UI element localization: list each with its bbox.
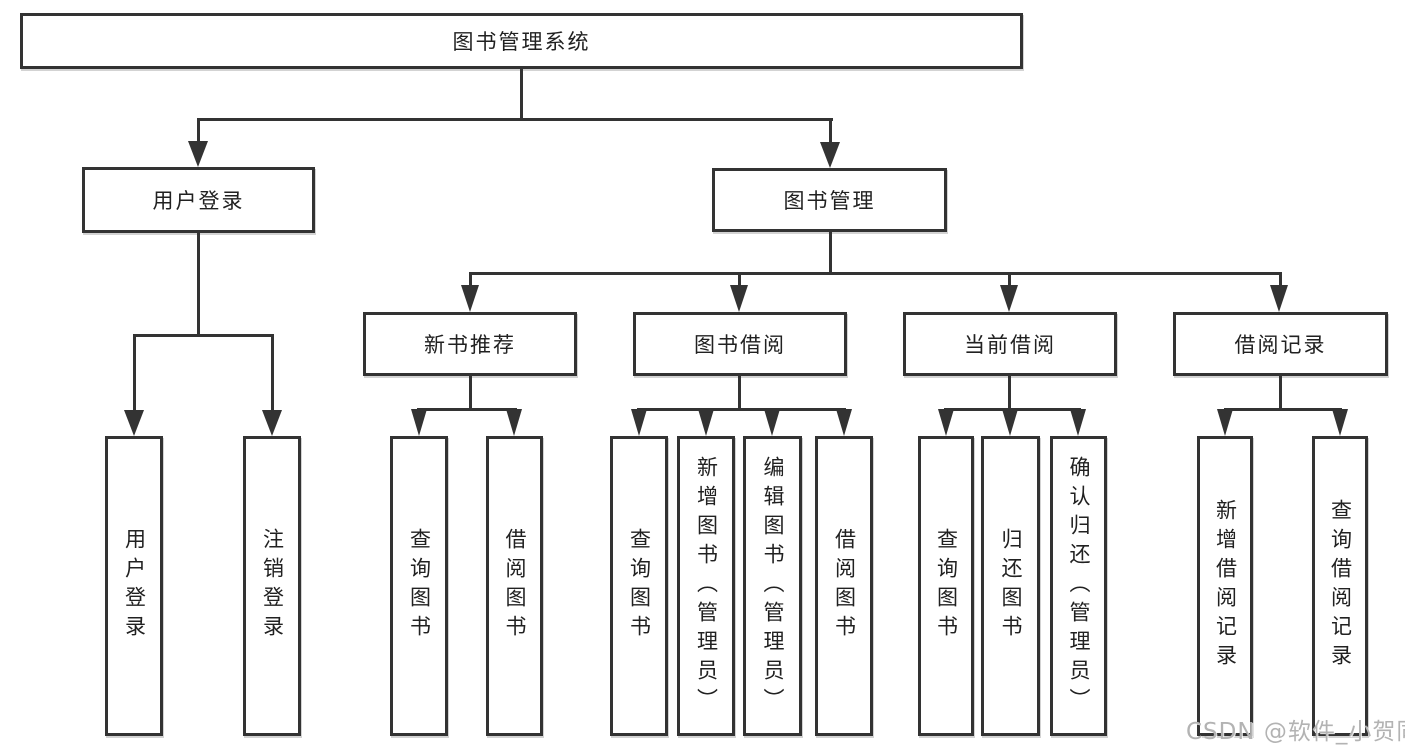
- watermark: CSDN @软件_小贺同学: [1186, 719, 1405, 745]
- arrowhead-user-login-icon: [188, 141, 208, 167]
- leaf-query-books-recommend-label: 查询图书: [407, 528, 432, 644]
- node-borrowing-records-label: 借阅记录: [1234, 333, 1327, 357]
- connector-l3-records-drop: [1279, 275, 1282, 286]
- leaf-logout: 注销登录: [243, 436, 301, 736]
- leaf-borrow-books-recommend-label: 借阅图书: [503, 528, 527, 644]
- arrowhead-confirm-return-admin-icon: [1070, 409, 1086, 436]
- leaf-borrow-books-borrowing: 借阅图书: [815, 436, 873, 736]
- node-book-management: 图书管理: [712, 168, 947, 232]
- arrowhead-query-borrow-record-icon: [1332, 409, 1348, 436]
- connector-l3-recommend-drop: [469, 275, 472, 286]
- leaf-user-login-label: 用户登录: [122, 528, 147, 644]
- arrowhead-edit-books-admin-icon: [764, 409, 780, 436]
- leaf-query-borrow-record-label: 查询借阅记录: [1328, 499, 1353, 673]
- node-borrowing-records: 借阅记录: [1173, 312, 1388, 376]
- connector-user-login-stem: [197, 233, 200, 334]
- connector-borrowing-leaves-split: [637, 408, 846, 411]
- node-current-borrowing-label: 当前借阅: [964, 333, 1056, 357]
- arrowhead-query-books-current-icon: [938, 409, 954, 436]
- leaf-query-books-current-label: 查询图书: [934, 528, 959, 644]
- leaf-confirm-return-admin: 确认归还（管理员）: [1050, 436, 1107, 736]
- connector-l3-borrowing-drop: [738, 275, 741, 286]
- connector-root-stem: [520, 69, 523, 118]
- connector-leaf-user-login-drop: [133, 337, 136, 410]
- connector-borrowing-stem: [738, 376, 741, 408]
- connector-book-mgmt-stem: [829, 232, 832, 272]
- arrowhead-l3-records-icon: [1270, 285, 1288, 312]
- connector-user-login-drop: [197, 121, 200, 142]
- arrowhead-return-books-icon: [1002, 409, 1018, 436]
- leaf-query-books-borrowing: 查询图书: [610, 436, 668, 736]
- arrowhead-borrow-books-recommend-icon: [506, 409, 522, 436]
- leaf-return-books-label: 归还图书: [999, 528, 1023, 644]
- connector-level2-split: [197, 118, 833, 121]
- leaf-add-borrow-record-label: 新增借阅记录: [1213, 499, 1238, 673]
- arrowhead-l3-current-icon: [1000, 285, 1018, 312]
- arrowhead-book-mgmt-icon: [820, 142, 840, 168]
- connector-leaf-logout-drop: [271, 337, 274, 410]
- node-new-book-recommend: 新书推荐: [363, 312, 577, 376]
- connector-current-stem: [1008, 376, 1011, 408]
- arrowhead-leaf-user-login-icon: [124, 410, 144, 436]
- node-book-borrowing: 图书借阅: [633, 312, 847, 376]
- node-current-borrowing: 当前借阅: [903, 312, 1117, 376]
- leaf-add-books-admin: 新增图书（管理员）: [677, 436, 735, 736]
- node-root-label: 图书管理系统: [452, 30, 591, 54]
- leaf-user-login: 用户登录: [105, 436, 163, 736]
- connector-l3-current-drop: [1008, 275, 1011, 286]
- leaf-return-books: 归还图书: [981, 436, 1040, 736]
- connector-recommend-stem: [469, 376, 472, 408]
- leaf-logout-label: 注销登录: [260, 528, 285, 644]
- arrowhead-query-books-borrowing-icon: [631, 409, 647, 436]
- arrowhead-add-borrow-record-icon: [1217, 409, 1233, 436]
- leaf-borrow-books-recommend: 借阅图书: [486, 436, 543, 736]
- connector-level3-split: [469, 272, 1282, 275]
- node-user-login-label: 用户登录: [152, 189, 245, 213]
- leaf-borrow-books-borrowing-label: 借阅图书: [832, 528, 857, 644]
- arrowhead-leaf-logout-icon: [262, 410, 282, 436]
- connector-records-leaves-split: [1224, 408, 1342, 411]
- arrowhead-query-books-recommend-icon: [411, 409, 427, 436]
- leaf-add-books-admin-label: 新增图书（管理员）: [694, 455, 719, 717]
- arrowhead-borrow-books-borrowing-icon: [836, 409, 852, 436]
- connector-book-mgmt-drop: [829, 121, 832, 142]
- node-new-book-recommend-label: 新书推荐: [424, 333, 516, 357]
- leaf-edit-books-admin: 编辑图书（管理员）: [743, 436, 802, 736]
- connector-user-leaves-split: [133, 334, 274, 337]
- leaf-query-books-recommend: 查询图书: [390, 436, 448, 736]
- leaf-query-books-borrowing-label: 查询图书: [627, 528, 652, 644]
- arrowhead-l3-recommend-icon: [461, 285, 479, 312]
- leaf-edit-books-admin-label: 编辑图书（管理员）: [761, 455, 785, 717]
- node-book-borrowing-label: 图书借阅: [694, 333, 786, 357]
- node-book-management-label: 图书管理: [783, 189, 876, 213]
- leaf-query-books-current: 查询图书: [918, 436, 974, 736]
- leaf-query-borrow-record: 查询借阅记录: [1312, 436, 1368, 736]
- arrowhead-add-books-admin-icon: [698, 409, 714, 436]
- leaf-confirm-return-admin-label: 确认归还（管理员）: [1067, 455, 1091, 717]
- connector-records-stem: [1279, 376, 1282, 408]
- connector-recommend-leaves-split: [417, 408, 517, 411]
- node-user-login: 用户登录: [82, 167, 315, 233]
- node-root: 图书管理系统: [20, 13, 1023, 69]
- arrowhead-l3-borrowing-icon: [730, 285, 748, 312]
- leaf-add-borrow-record: 新增借阅记录: [1197, 436, 1253, 736]
